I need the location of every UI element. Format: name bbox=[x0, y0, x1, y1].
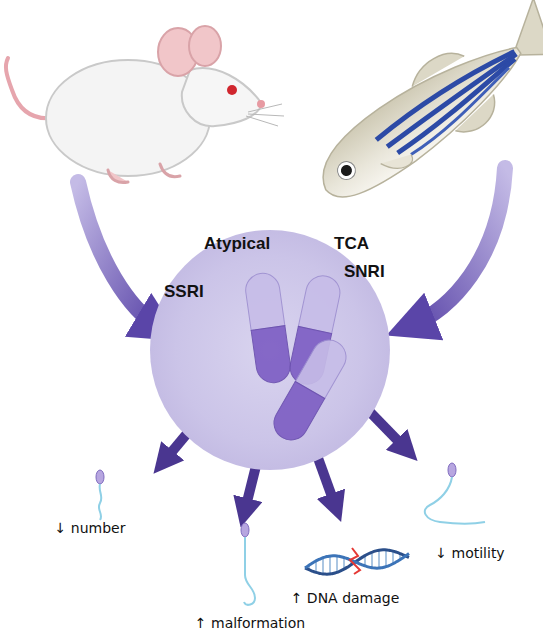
mouse-illustration bbox=[6, 26, 284, 183]
effect-label: ↓ number bbox=[55, 520, 126, 536]
drug-class-label: TCA bbox=[334, 234, 369, 254]
output-arrow bbox=[370, 412, 405, 448]
dna-icon bbox=[305, 548, 409, 574]
sperm-icon bbox=[96, 470, 104, 520]
input-arrow bbox=[78, 182, 160, 328]
effect-label: ↑ DNA damage bbox=[291, 590, 400, 606]
effect-label: ↑ malformation bbox=[195, 615, 305, 631]
drug-class-label: Atypical bbox=[204, 234, 270, 254]
sperm-icon bbox=[425, 463, 485, 524]
sperm-icon bbox=[241, 523, 255, 605]
drug-class-circle: Atypical TCA SSRI SNRI bbox=[150, 230, 390, 470]
drug-class-label: SSRI bbox=[164, 282, 204, 302]
effect-label: ↓ motility bbox=[435, 545, 504, 561]
output-arrow bbox=[318, 458, 335, 505]
input-arrow bbox=[410, 168, 505, 326]
drug-class-label: SNRI bbox=[344, 262, 385, 282]
